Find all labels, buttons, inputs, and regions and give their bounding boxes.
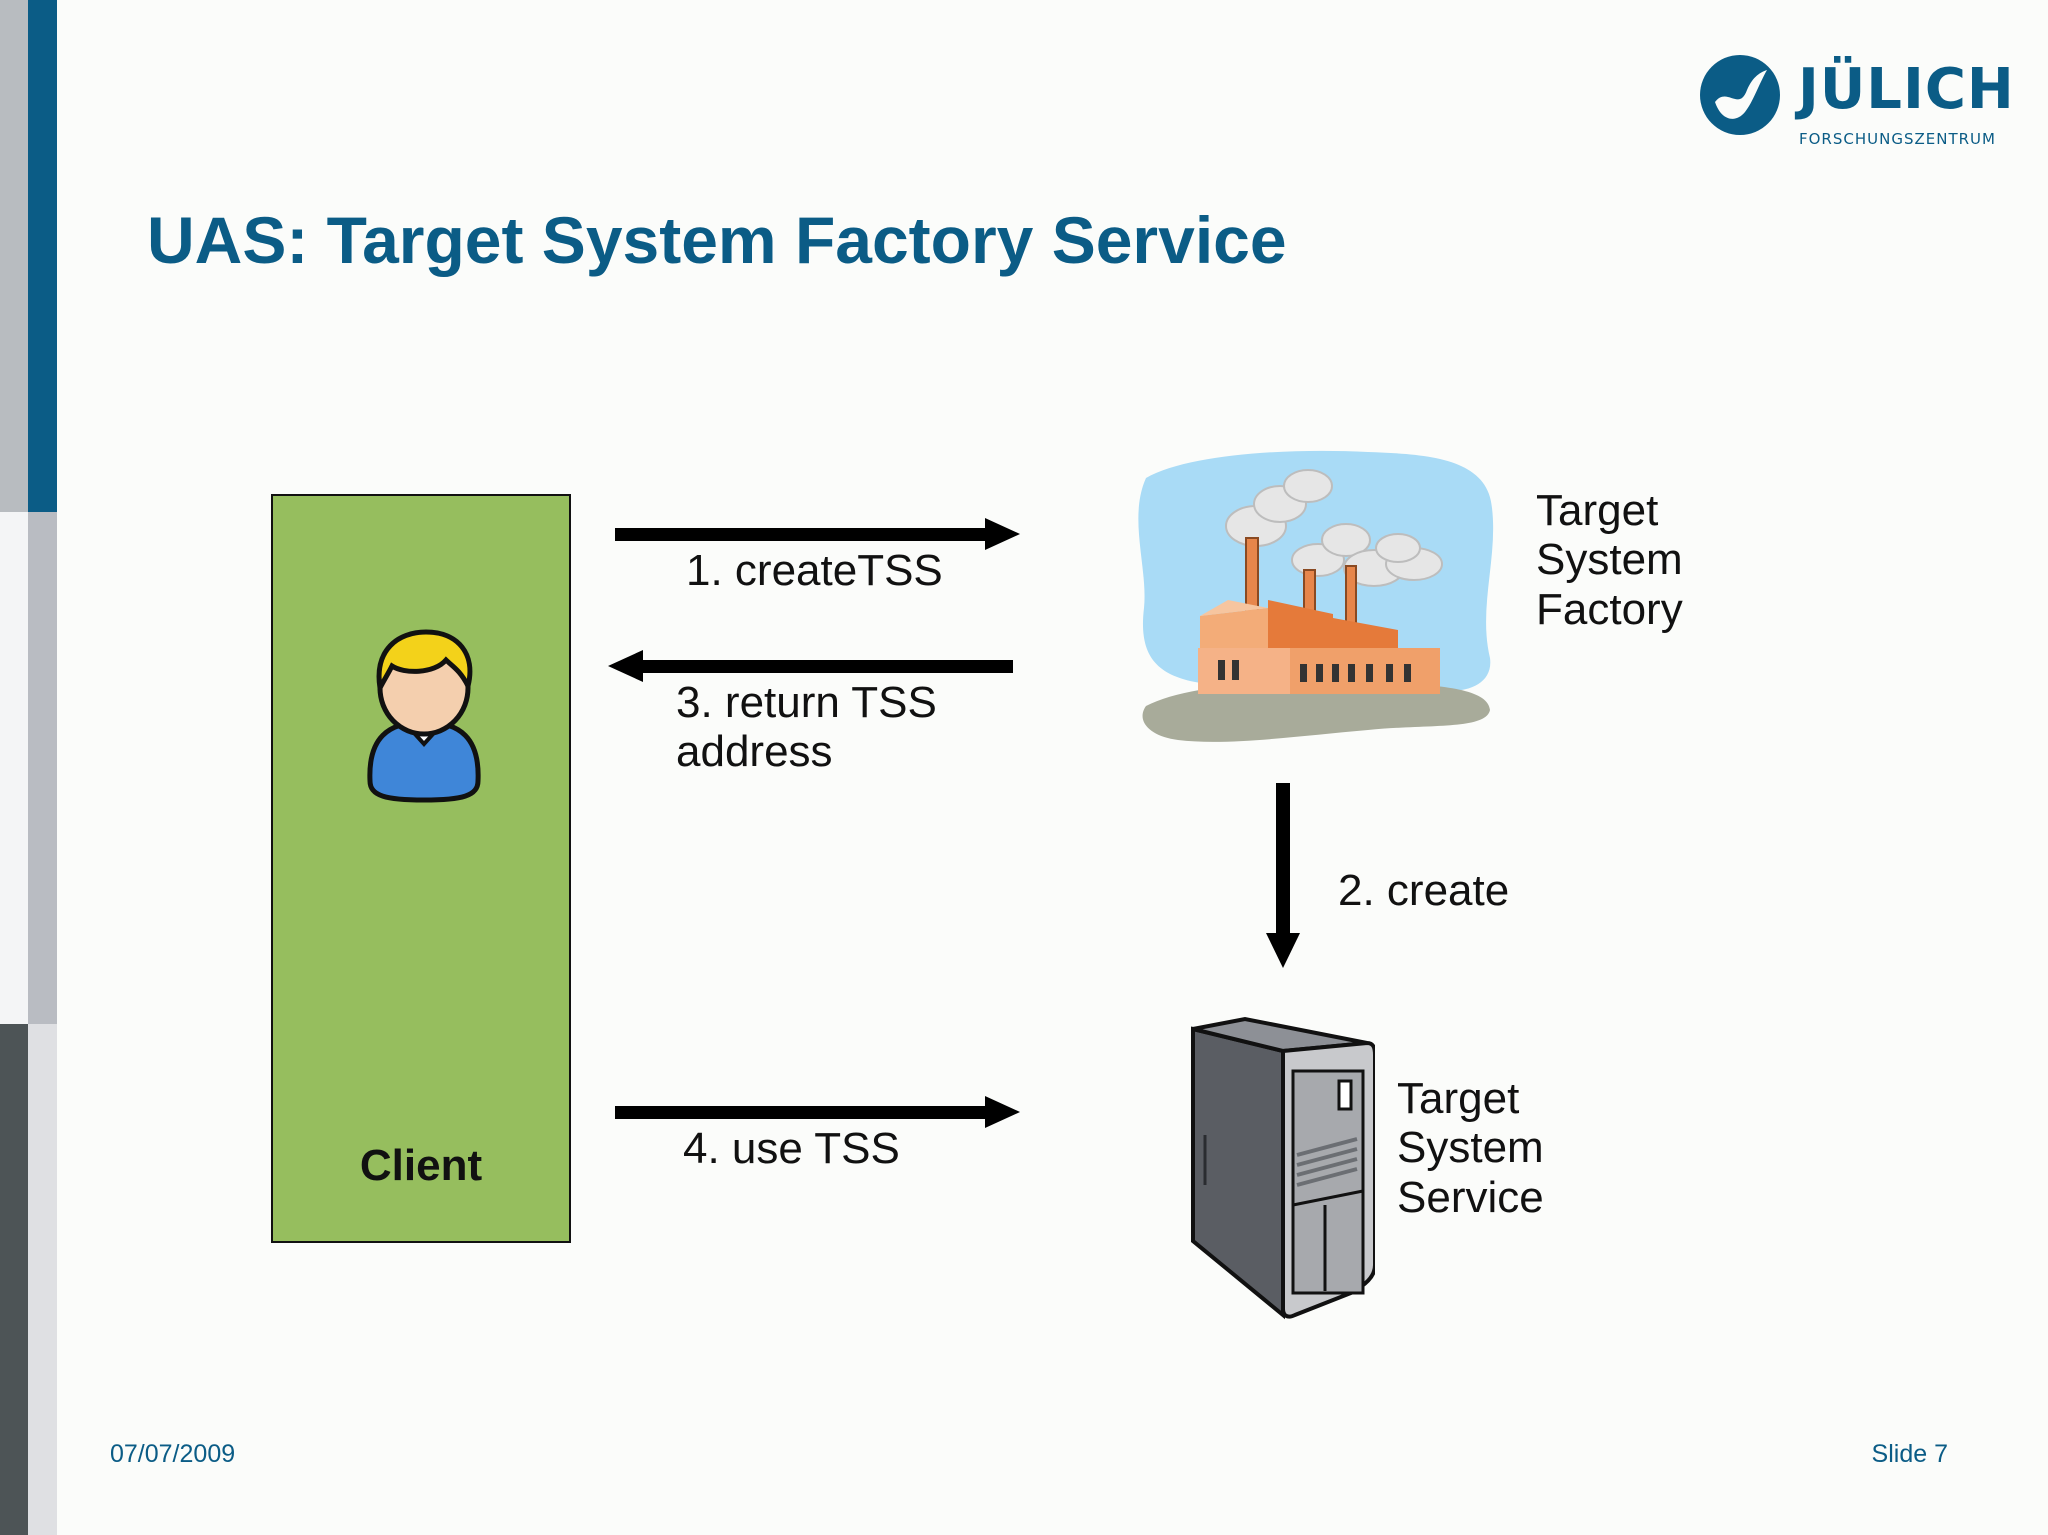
side-band-top bbox=[0, 0, 57, 512]
page-title: UAS: Target System Factory Service bbox=[147, 203, 1287, 277]
arrow-create bbox=[1266, 783, 1300, 968]
arrow-return-tss bbox=[608, 650, 1013, 682]
arrow-create-tss bbox=[615, 518, 1020, 550]
slide-number: Slide 7 bbox=[1871, 1440, 1948, 1468]
julich-logo-icon bbox=[1700, 55, 1780, 135]
step-2-label: 2. create bbox=[1338, 866, 1510, 915]
user-icon bbox=[367, 629, 481, 803]
logo-subtitle: FORSCHUNGSZENTRUM bbox=[1799, 130, 1996, 148]
footer-date: 07/07/2009 bbox=[110, 1440, 236, 1468]
service-label: Target System Service bbox=[1397, 1074, 1544, 1222]
client-box: Client bbox=[271, 494, 571, 1243]
logo-wordmark: JÜLICH bbox=[1798, 57, 2015, 122]
step-1-label: 1. createTSS bbox=[686, 546, 943, 595]
side-band-middle bbox=[0, 512, 57, 1024]
arrow-use-tss bbox=[615, 1096, 1020, 1128]
factory-icon bbox=[1138, 450, 1494, 742]
step-3-label: 3. return TSS address bbox=[676, 678, 937, 777]
step-4-label: 4. use TSS bbox=[683, 1124, 900, 1173]
factory-label: Target System Factory bbox=[1536, 486, 1683, 634]
client-label: Client bbox=[359, 1141, 483, 1190]
side-band-bottom bbox=[0, 1024, 57, 1535]
server-icon bbox=[1191, 1016, 1375, 1320]
